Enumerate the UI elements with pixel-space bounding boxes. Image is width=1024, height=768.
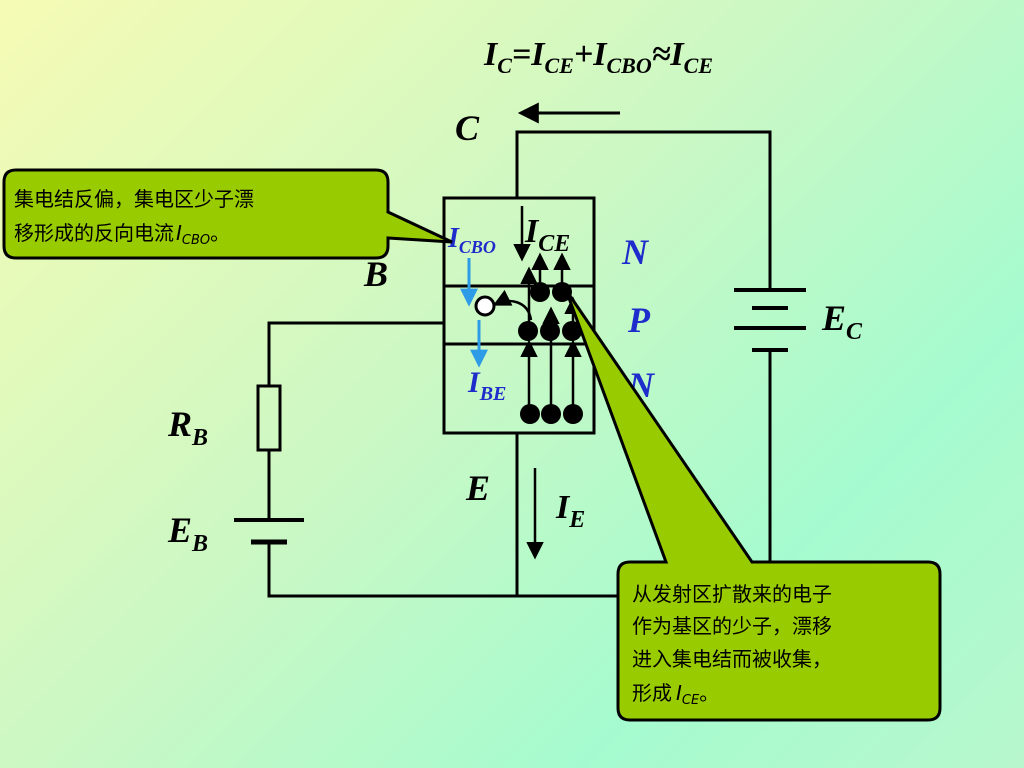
label-collector: C: [455, 108, 480, 148]
callout-left-line1: 集电结反偏，集电区少子漂: [14, 187, 254, 211]
battery-ec: [734, 288, 806, 352]
label-ec: EC: [821, 298, 863, 345]
formula: IC=ICE+ICBO≈ICE: [483, 36, 713, 78]
battery-eb: [234, 518, 304, 545]
resistor-rb: [256, 384, 282, 452]
callout-right-line3: 进入集电结而被收集，: [632, 647, 832, 671]
callout-right-line1: 从发射区扩散来的电子: [632, 582, 832, 606]
circuit-wires: [267, 130, 772, 598]
blue-current-arrows: [460, 258, 488, 368]
label-rb: RB: [167, 404, 208, 451]
region-p: P: [627, 300, 651, 340]
region-n-top: N: [621, 232, 650, 272]
electrons: [518, 282, 583, 424]
transistor-body: [442, 196, 596, 435]
callout-right-line2: 作为基区的少子，漂移: [632, 614, 832, 638]
label-ibe: IBE: [467, 366, 506, 405]
label-ie: IE: [555, 489, 585, 533]
label-ice: ICE: [524, 213, 570, 257]
label-icbo: ICBO: [447, 223, 496, 257]
label-emitter: E: [465, 468, 490, 508]
label-eb: EB: [167, 510, 208, 557]
hole: [474, 295, 496, 317]
label-base: B: [363, 254, 388, 294]
